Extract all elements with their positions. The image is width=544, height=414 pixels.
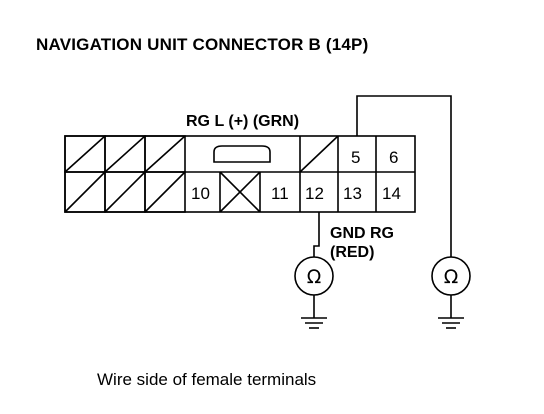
connector-lock-tab bbox=[213, 145, 271, 163]
ground-label-line1: GND RG bbox=[330, 225, 394, 242]
diagram-title: NAVIGATION UNIT CONNECTOR B (14P) bbox=[36, 35, 369, 54]
terminal-10: 10 bbox=[191, 184, 210, 203]
ohm-symbol-left: Ω bbox=[307, 266, 322, 288]
terminal-11: 11 bbox=[271, 184, 289, 203]
probe-wire-ground bbox=[313, 212, 320, 257]
probe-wire-positive bbox=[356, 95, 452, 257]
terminal-5: 5 bbox=[351, 148, 360, 167]
ground-label-line2: (RED) bbox=[330, 244, 374, 261]
probe-label: RG L (+) (GRN) bbox=[186, 113, 299, 130]
terminal-12: 12 bbox=[305, 184, 324, 203]
ohm-symbol-right: Ω bbox=[444, 266, 459, 288]
terminal-6: 6 bbox=[389, 148, 398, 167]
terminal-14: 14 bbox=[382, 184, 401, 203]
terminal-13: 13 bbox=[343, 184, 362, 203]
footer-caption: Wire side of female terminals bbox=[97, 370, 317, 389]
